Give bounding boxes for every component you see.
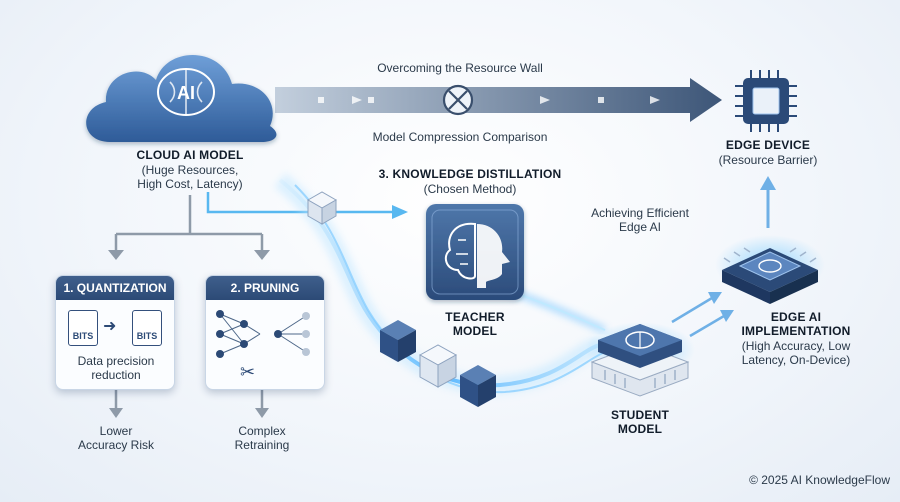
- data-cube-navy-1: [380, 320, 416, 362]
- edge-ai-chip-icon: [715, 235, 825, 304]
- pruning-header: 2. PRUNING: [206, 276, 324, 300]
- copyright: © 2025 AI KnowledgeFlow: [749, 473, 890, 487]
- student-line1: STUDENT: [610, 408, 670, 422]
- arrow-to-quantization: [108, 250, 124, 260]
- quantization-desc-line2: reduction: [91, 368, 141, 382]
- branch-connectors: [114, 195, 264, 252]
- edge-device-desc: (Resource Barrier): [718, 153, 818, 167]
- edge-device-chip-icon: [735, 70, 797, 132]
- arrow-to-complex-retraining: [255, 408, 269, 418]
- student-model-icon: [585, 322, 695, 397]
- quantization-desc-line1: Data precision: [77, 354, 155, 368]
- arrow-to-lower-accuracy: [109, 408, 123, 418]
- student-line2: MODEL: [617, 422, 663, 436]
- cloud-ai-badge: AI: [177, 83, 195, 103]
- pruning-card: 2. PRUNING ✂: [205, 275, 325, 390]
- bits-icon-after: BITS: [132, 310, 162, 346]
- edge-ai-line1: EDGE AI: [770, 310, 822, 324]
- neural-network-icon: ✂: [216, 310, 310, 383]
- brain-icon: [157, 68, 215, 116]
- edge-ai-line2: IMPLEMENTATION: [741, 324, 851, 338]
- teacher-model-icon: [426, 204, 524, 300]
- resource-wall-arrow: [275, 78, 722, 122]
- achieving-line2: Edge AI: [618, 220, 662, 234]
- arrow-right-icon: ➜: [103, 318, 117, 335]
- arrow-to-pruning: [254, 250, 270, 260]
- bits-label-before: BITS: [72, 331, 94, 341]
- quantization-header: 1. QUANTIZATION: [56, 276, 174, 300]
- edge-device-title: EDGE DEVICE: [725, 138, 811, 152]
- edge-ai-desc-line2: Latency, On-Device): [741, 353, 851, 367]
- teacher-line1: TEACHER: [445, 310, 505, 324]
- quantization-outcome-line2: Accuracy Risk: [77, 438, 154, 452]
- arrow-to-teacher: [392, 205, 408, 219]
- teacher-line2: MODEL: [452, 324, 498, 338]
- quantization-outcome-line1: Lower: [99, 424, 133, 438]
- data-cube-navy-2: [460, 365, 496, 407]
- arrow-to-edge-device-head: [760, 176, 776, 190]
- distillation-desc: (Chosen Method): [423, 182, 517, 196]
- cloud-title: CLOUD AI MODEL: [136, 148, 244, 162]
- data-cube-white: [306, 191, 338, 225]
- bits-icon-before: BITS: [68, 310, 98, 346]
- distillation-title: 3. KNOWLEDGE DISTILLATION: [378, 167, 562, 181]
- outcome-connectors: [114, 390, 264, 410]
- pruning-outcome-line2: Retraining: [234, 438, 290, 452]
- svg-text:✂: ✂: [240, 362, 255, 383]
- bits-label-after: BITS: [136, 331, 158, 341]
- pruning-outcome-line1: Complex: [238, 424, 286, 438]
- cloud-desc-line2: High Cost, Latency): [137, 177, 243, 191]
- student-to-edge-arrows: [671, 292, 734, 338]
- edge-ai-desc-line1: (High Accuracy, Low: [741, 339, 851, 353]
- achieving-line1: Achieving Efficient: [591, 206, 689, 220]
- quantization-card: 1. QUANTIZATION BITS ➜ BITS Data precisi…: [55, 275, 175, 390]
- cloud-desc-line1: (Huge Resources,: [141, 163, 239, 177]
- data-cube-white-2: [418, 344, 458, 388]
- top-label: Overcoming the Resource Wall: [377, 61, 543, 75]
- mid-label: Model Compression Comparison: [372, 130, 548, 144]
- cloud-icon: [86, 54, 277, 142]
- blocked-x-icon: [442, 84, 474, 116]
